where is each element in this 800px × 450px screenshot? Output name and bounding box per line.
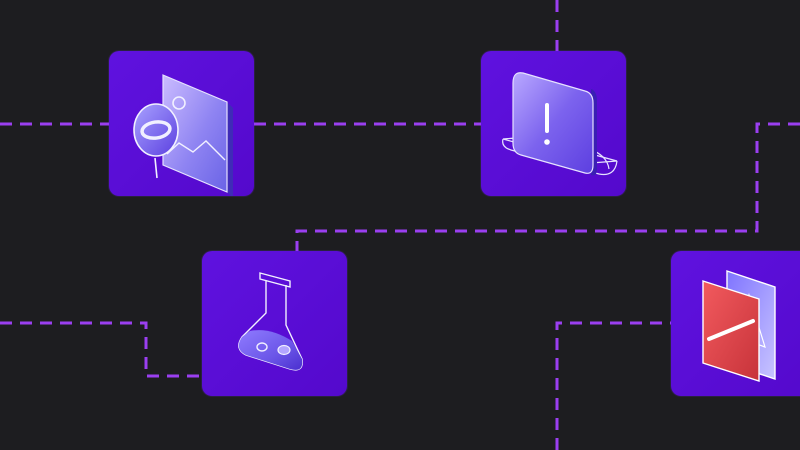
node-slides[interactable]: [671, 251, 800, 396]
alert-device-icon: [481, 51, 626, 196]
connector-bottom-to-slides: [555, 321, 671, 450]
node-flask[interactable]: [202, 251, 347, 396]
image-with-lens-icon: [109, 51, 254, 196]
connector-right-to-flask: [295, 122, 800, 251]
node-alert[interactable]: [481, 51, 626, 196]
flask-icon: [202, 251, 347, 396]
stacked-slides-warning-icon: [671, 251, 800, 396]
node-image-lens[interactable]: [109, 51, 254, 196]
connector-left-to-flask: [0, 321, 202, 378]
